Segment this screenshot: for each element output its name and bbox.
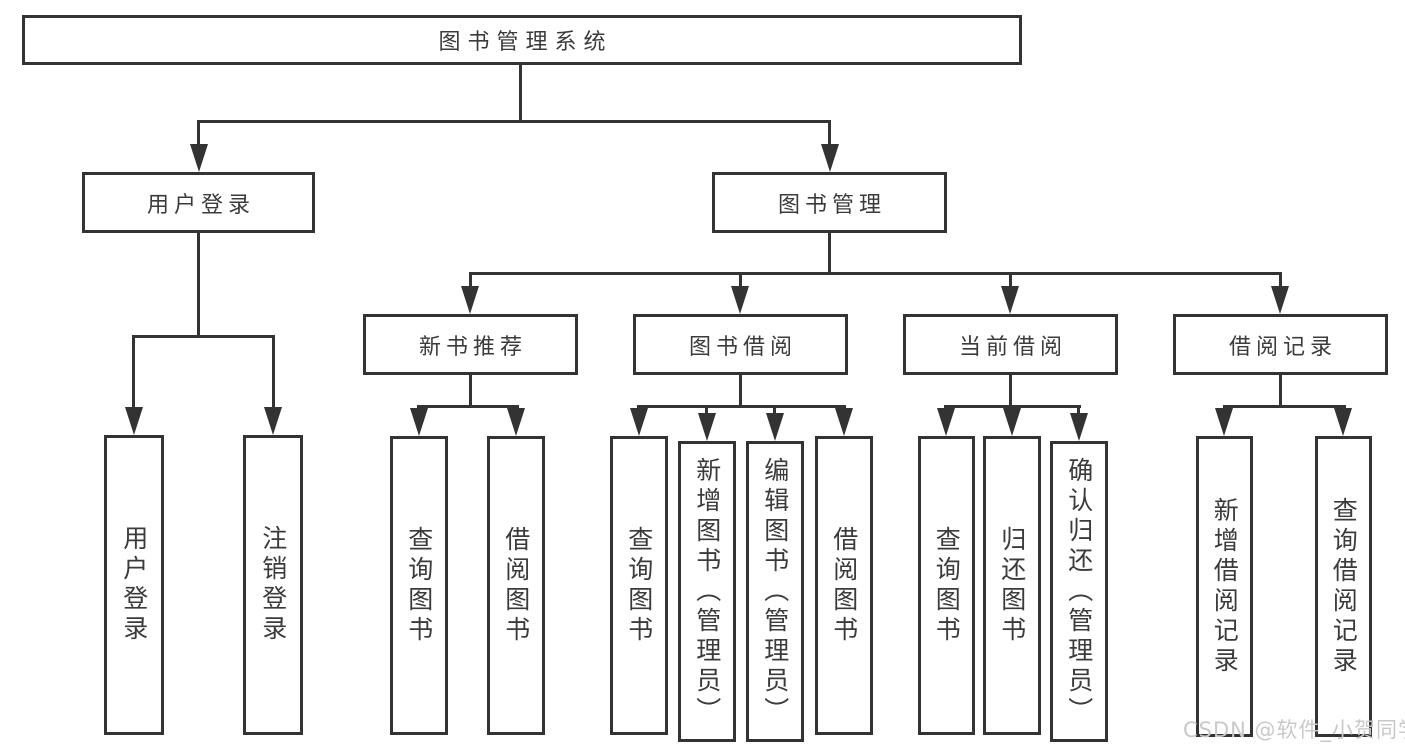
arrow-down-icon <box>461 286 479 314</box>
connector-records-down <box>1279 375 1282 405</box>
arrow-down-icon <box>410 408 428 436</box>
leaf-query-borrow-record: 查询借阅记录 <box>1315 436 1372 737</box>
connector-userlogin-down <box>197 233 200 335</box>
arrow-down-icon <box>1271 286 1289 314</box>
node-library-system: 图书管理系统 <box>22 15 1022 65</box>
connector-root-stem <box>519 65 522 120</box>
connector-bookmgmt-stem <box>828 120 831 146</box>
leaf-query-books: 查询图书 <box>918 436 975 735</box>
arrow-down-icon <box>1070 413 1088 441</box>
connector-leaf-stem <box>272 335 275 409</box>
leaf-logout: 注销登录 <box>243 435 303 735</box>
connector-newbook-bar <box>417 405 519 408</box>
leaf-add-books-admin: 新增图书（管理员） <box>678 441 736 742</box>
connector-newbook-down <box>469 375 472 405</box>
connector-userlogin-stem <box>197 120 200 146</box>
csdn-watermark: CSDN @软件_小贺同学 <box>1183 718 1405 742</box>
connector-leaf-stem <box>1077 405 1080 416</box>
leaf-borrow-books: 借阅图书 <box>487 436 545 735</box>
arrow-down-icon <box>264 407 282 435</box>
arrow-down-icon <box>1001 286 1019 314</box>
node-borrowing-records: 借阅记录 <box>1173 314 1388 375</box>
connector-userlogin-bar <box>132 335 275 338</box>
leaf-user-login: 用户登录 <box>104 435 164 735</box>
arrow-down-icon <box>507 408 525 436</box>
connector-bookmgmt-bar <box>469 272 1282 275</box>
arrow-down-icon <box>1003 408 1021 436</box>
arrow-down-icon <box>698 413 716 441</box>
connector-leaf-stem <box>132 335 135 409</box>
leaf-confirm-return-admin: 确认归还（管理员） <box>1050 441 1108 742</box>
arrow-down-icon <box>125 407 143 435</box>
leaf-query-books: 查询图书 <box>610 436 668 735</box>
node-new-book-recommend: 新书推荐 <box>363 314 578 375</box>
arrow-down-icon <box>630 408 648 436</box>
arrow-down-icon <box>766 413 784 441</box>
connector-level2-stem <box>1009 272 1012 288</box>
node-current-borrowing: 当前借阅 <box>903 314 1118 375</box>
leaf-return-books: 归还图书 <box>983 436 1041 735</box>
node-book-management: 图书管理 <box>712 172 947 233</box>
connector-level2-stem <box>1279 272 1282 288</box>
arrow-down-icon <box>821 144 839 172</box>
connector-level2-stem <box>739 272 742 288</box>
arrow-down-icon <box>937 408 955 436</box>
node-book-borrowing: 图书借阅 <box>633 314 848 375</box>
connector-borrow-down <box>739 375 742 405</box>
arrow-down-icon <box>1334 408 1352 436</box>
arrow-down-icon <box>190 144 208 172</box>
arrow-down-icon <box>835 408 853 436</box>
leaf-edit-books-admin: 编辑图书（管理员） <box>746 441 804 742</box>
connector-leaf-stem <box>773 405 776 416</box>
node-user-login: 用户登录 <box>82 172 315 233</box>
connector-level2-stem <box>469 272 472 288</box>
connector-bookmgmt-down <box>828 233 831 272</box>
arrow-down-icon <box>1215 408 1233 436</box>
connector-borrow-bar <box>637 405 846 408</box>
connector-root-bar <box>197 120 831 123</box>
leaf-add-borrow-record: 新增借阅记录 <box>1196 436 1253 737</box>
leaf-borrow-books: 借阅图书 <box>815 436 873 735</box>
arrow-down-icon <box>731 286 749 314</box>
connector-leaf-stem <box>705 405 708 416</box>
leaf-query-books: 查询图书 <box>390 436 448 735</box>
connector-current-down <box>1009 375 1012 405</box>
connector-records-bar <box>1223 405 1346 408</box>
